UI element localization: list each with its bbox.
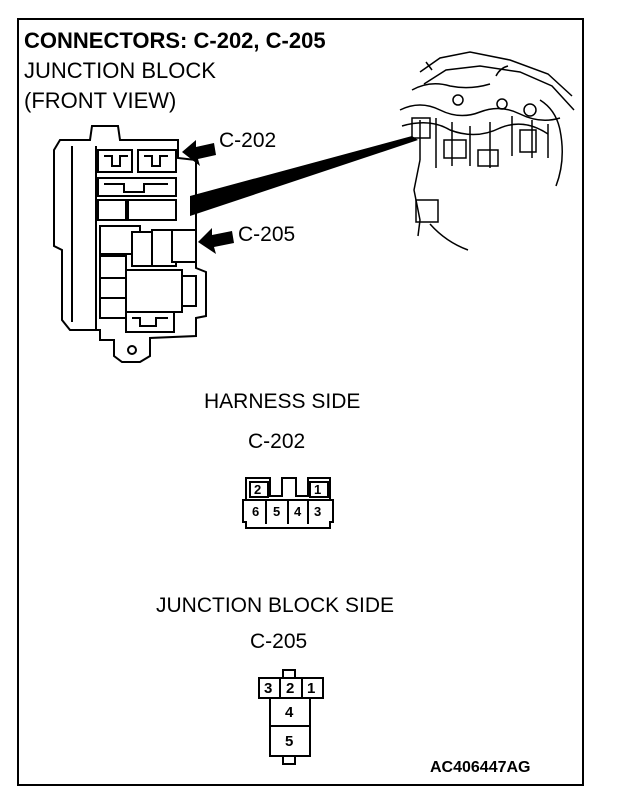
pin-label: 4	[294, 504, 302, 519]
pin-label: 5	[285, 733, 294, 750]
subtitle-line-1: JUNCTION BLOCK	[24, 58, 216, 83]
pin-label: 3	[314, 504, 322, 519]
callout-arrow-c205	[198, 228, 234, 254]
pin-label: 6	[252, 504, 260, 519]
harness-connector-label: C-202	[248, 430, 306, 453]
harness-side-heading: HARNESS SIDE	[204, 390, 361, 413]
pin-label: 3	[264, 680, 273, 697]
pin-label: 5	[273, 504, 281, 519]
junction-side-heading: JUNCTION BLOCK SIDE	[156, 594, 395, 617]
page-title: CONNECTORS: C-202, C-205	[24, 28, 326, 53]
callout-label-c202: C-202	[219, 129, 277, 152]
connector-c202-face	[242, 477, 334, 529]
connector-c205-face	[258, 669, 324, 765]
pin-label: 2	[254, 482, 262, 497]
subtitle-line-2: (FRONT VIEW)	[24, 88, 177, 113]
figure-code: AC406447AG	[430, 759, 531, 776]
pin-label: 1	[314, 482, 322, 497]
junction-block-drawing	[53, 125, 207, 363]
junction-connector-label: C-205	[250, 630, 308, 653]
callout-label-c205: C-205	[238, 223, 296, 246]
callout-arrow-c202	[182, 140, 216, 166]
pin-label: 1	[307, 680, 316, 697]
pin-label: 4	[285, 704, 294, 721]
view-pointer-wedge	[190, 136, 418, 216]
vehicle-dashboard-sketch	[399, 51, 575, 251]
diagram-frame	[17, 18, 584, 786]
pin-label: 2	[286, 680, 295, 697]
